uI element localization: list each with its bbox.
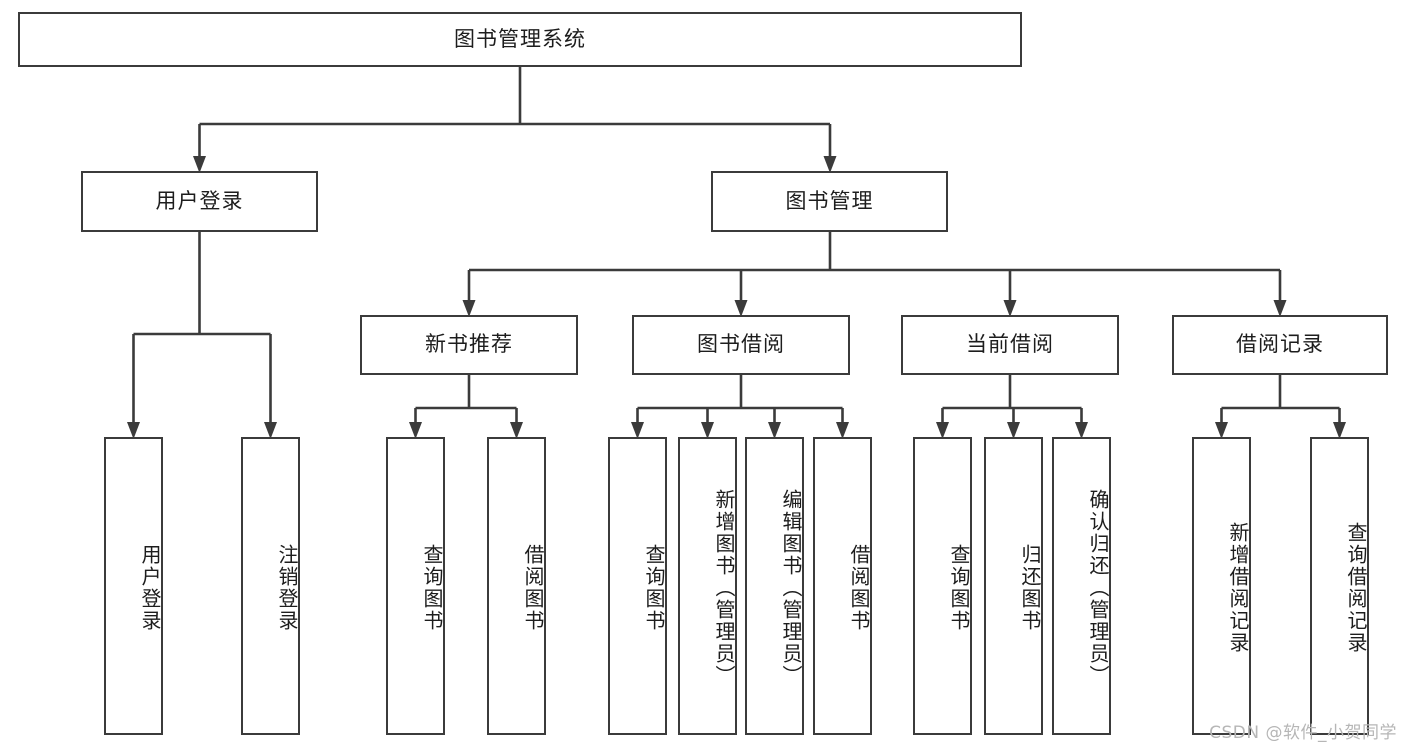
leaf-user-login[interactable]: 用户登录	[104, 437, 163, 735]
leaf-add-book[interactable]: 新增图书（管理员）	[678, 437, 737, 735]
leaf-query-book-2-label: 查询图书	[642, 544, 666, 632]
node-user-login-label: 用户登录	[155, 188, 244, 213]
node-root-label: 图书管理系统	[454, 26, 586, 51]
node-current-borrow-label: 当前借阅	[966, 332, 1054, 357]
leaf-borrow-book-1-label: 借阅图书	[521, 544, 545, 632]
leaf-query-book-2[interactable]: 查询图书	[608, 437, 667, 735]
leaf-edit-book-label: 编辑图书（管理员）	[779, 489, 803, 687]
node-book-manage[interactable]: 图书管理	[711, 171, 948, 232]
leaf-borrow-book-2-label: 借阅图书	[847, 544, 871, 632]
node-book-borrow-label: 图书借阅	[697, 332, 785, 357]
leaf-edit-book[interactable]: 编辑图书（管理员）	[745, 437, 804, 735]
leaf-borrow-book-2[interactable]: 借阅图书	[813, 437, 872, 735]
leaf-query-book-3[interactable]: 查询图书	[913, 437, 972, 735]
leaf-query-book-3-label: 查询图书	[947, 544, 971, 632]
leaf-borrow-book-1[interactable]: 借阅图书	[487, 437, 546, 735]
leaf-confirm-return[interactable]: 确认归还（管理员）	[1052, 437, 1111, 735]
node-book-borrow[interactable]: 图书借阅	[632, 315, 850, 375]
node-current-borrow[interactable]: 当前借阅	[901, 315, 1119, 375]
leaf-add-record[interactable]: 新增借阅记录	[1192, 437, 1251, 735]
node-book-manage-label: 图书管理	[785, 188, 874, 213]
leaf-return-book-label: 归还图书	[1018, 544, 1042, 632]
leaf-add-record-label: 新增借阅记录	[1226, 522, 1250, 654]
leaf-logout[interactable]: 注销登录	[241, 437, 300, 735]
leaf-query-record-label: 查询借阅记录	[1344, 522, 1368, 654]
leaf-query-record[interactable]: 查询借阅记录	[1310, 437, 1369, 735]
node-root[interactable]: 图书管理系统	[18, 12, 1022, 67]
node-user-login[interactable]: 用户登录	[81, 171, 318, 232]
node-borrow-record[interactable]: 借阅记录	[1172, 315, 1388, 375]
node-new-book-recommend-label: 新书推荐	[425, 332, 513, 357]
leaf-query-book-1[interactable]: 查询图书	[386, 437, 445, 735]
leaf-user-login-label: 用户登录	[138, 544, 162, 632]
node-borrow-record-label: 借阅记录	[1236, 332, 1324, 357]
leaf-confirm-return-label: 确认归还（管理员）	[1086, 489, 1110, 687]
leaf-query-book-1-label: 查询图书	[420, 544, 444, 632]
leaf-return-book[interactable]: 归还图书	[984, 437, 1043, 735]
node-new-book-recommend[interactable]: 新书推荐	[360, 315, 578, 375]
leaf-logout-label: 注销登录	[275, 544, 299, 632]
leaf-add-book-label: 新增图书（管理员）	[712, 489, 736, 687]
csdn-watermark: CSDN @软件_小贺同学	[1209, 723, 1397, 743]
